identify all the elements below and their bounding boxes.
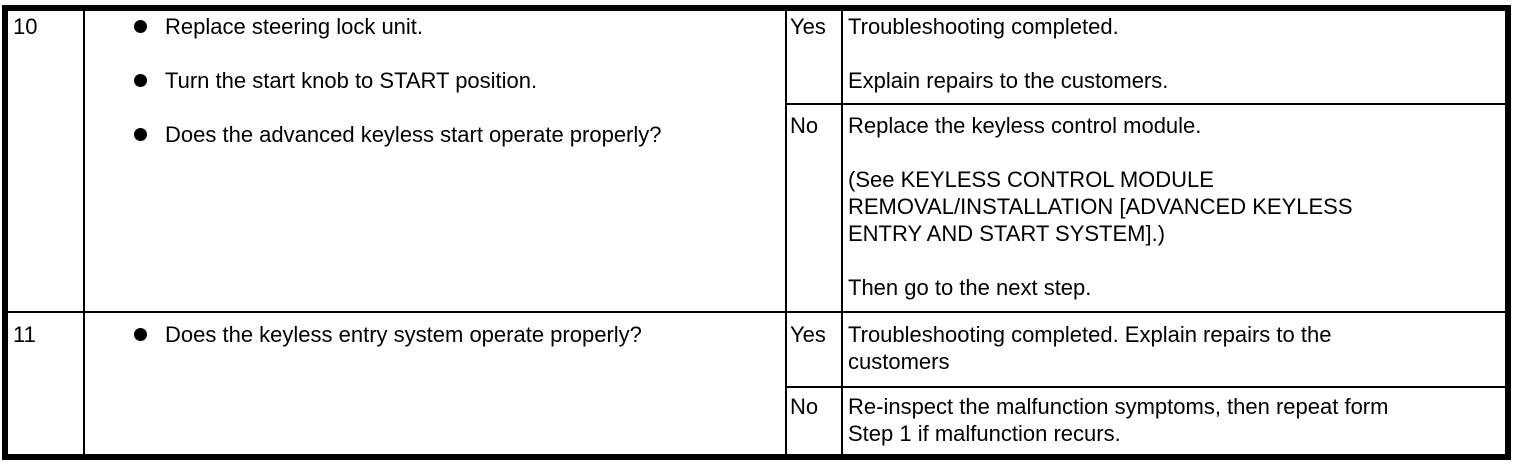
action-text: Does the keyless entry system operate pr… bbox=[165, 322, 642, 347]
action-item: Does the advanced keyless start operate … bbox=[85, 121, 785, 148]
action-item: Replace steering lock unit. bbox=[85, 13, 785, 40]
step-number: 10 bbox=[13, 14, 38, 39]
bullet-icon bbox=[134, 20, 147, 33]
action-text: Does the advanced keyless start operate … bbox=[165, 122, 662, 147]
results-group: Yes Troubleshooting completed. Explain r… bbox=[787, 313, 1505, 454]
result-text: Re-inspect the malfunction symptoms, the… bbox=[848, 394, 1389, 446]
result-subrow-no: No Replace the keyless control module. (… bbox=[787, 105, 1505, 311]
answer-cell: Yes bbox=[787, 11, 843, 103]
answer-cell: No bbox=[787, 388, 843, 454]
bullet-icon bbox=[134, 128, 147, 141]
result-subrow-no: No Re-inspect the malfunction symptoms, … bbox=[787, 388, 1505, 454]
bullet-icon bbox=[134, 328, 147, 341]
answer-cell: Yes bbox=[787, 313, 843, 386]
bullet-icon bbox=[134, 74, 147, 87]
action-list: Does the keyless entry system operate pr… bbox=[85, 321, 785, 348]
answer-label: No bbox=[790, 394, 819, 419]
action-list: Replace steering lock unit. Turn the sta… bbox=[85, 13, 785, 148]
inspection-cell: Replace steering lock unit. Turn the sta… bbox=[85, 11, 787, 311]
step-number: 11 bbox=[13, 322, 36, 347]
result-subrow-yes: Yes Troubleshooting completed. Explain r… bbox=[787, 313, 1505, 388]
action-item: Does the keyless entry system operate pr… bbox=[85, 321, 785, 348]
answer-label: No bbox=[790, 113, 819, 138]
action-text: Turn the start knob to START position. bbox=[165, 68, 538, 93]
answer-cell: No bbox=[787, 105, 843, 311]
action-item: Turn the start knob to START position. bbox=[85, 67, 785, 94]
result-text: Troubleshooting completed. Explain repai… bbox=[848, 14, 1169, 93]
action-text: Replace steering lock unit. bbox=[165, 14, 424, 39]
result-subrow-yes: Yes Troubleshooting completed. Explain r… bbox=[787, 11, 1505, 105]
table-row-step-10: 10 Replace steering lock unit. Turn the … bbox=[8, 11, 1505, 313]
results-group: Yes Troubleshooting completed. Explain r… bbox=[787, 11, 1505, 311]
troubleshooting-table: 10 Replace steering lock unit. Turn the … bbox=[2, 5, 1511, 460]
table-row-step-11: 11 Does the keyless entry system operate… bbox=[8, 313, 1505, 454]
step-number-cell: 10 bbox=[8, 11, 85, 311]
result-text: Troubleshooting completed. Explain repai… bbox=[848, 322, 1332, 374]
result-text: Replace the keyless control module. (See… bbox=[848, 113, 1353, 300]
answer-label: Yes bbox=[790, 14, 826, 39]
step-number-cell: 11 bbox=[8, 313, 85, 454]
answer-label: Yes bbox=[790, 322, 826, 347]
inspection-cell: Does the keyless entry system operate pr… bbox=[85, 313, 787, 454]
